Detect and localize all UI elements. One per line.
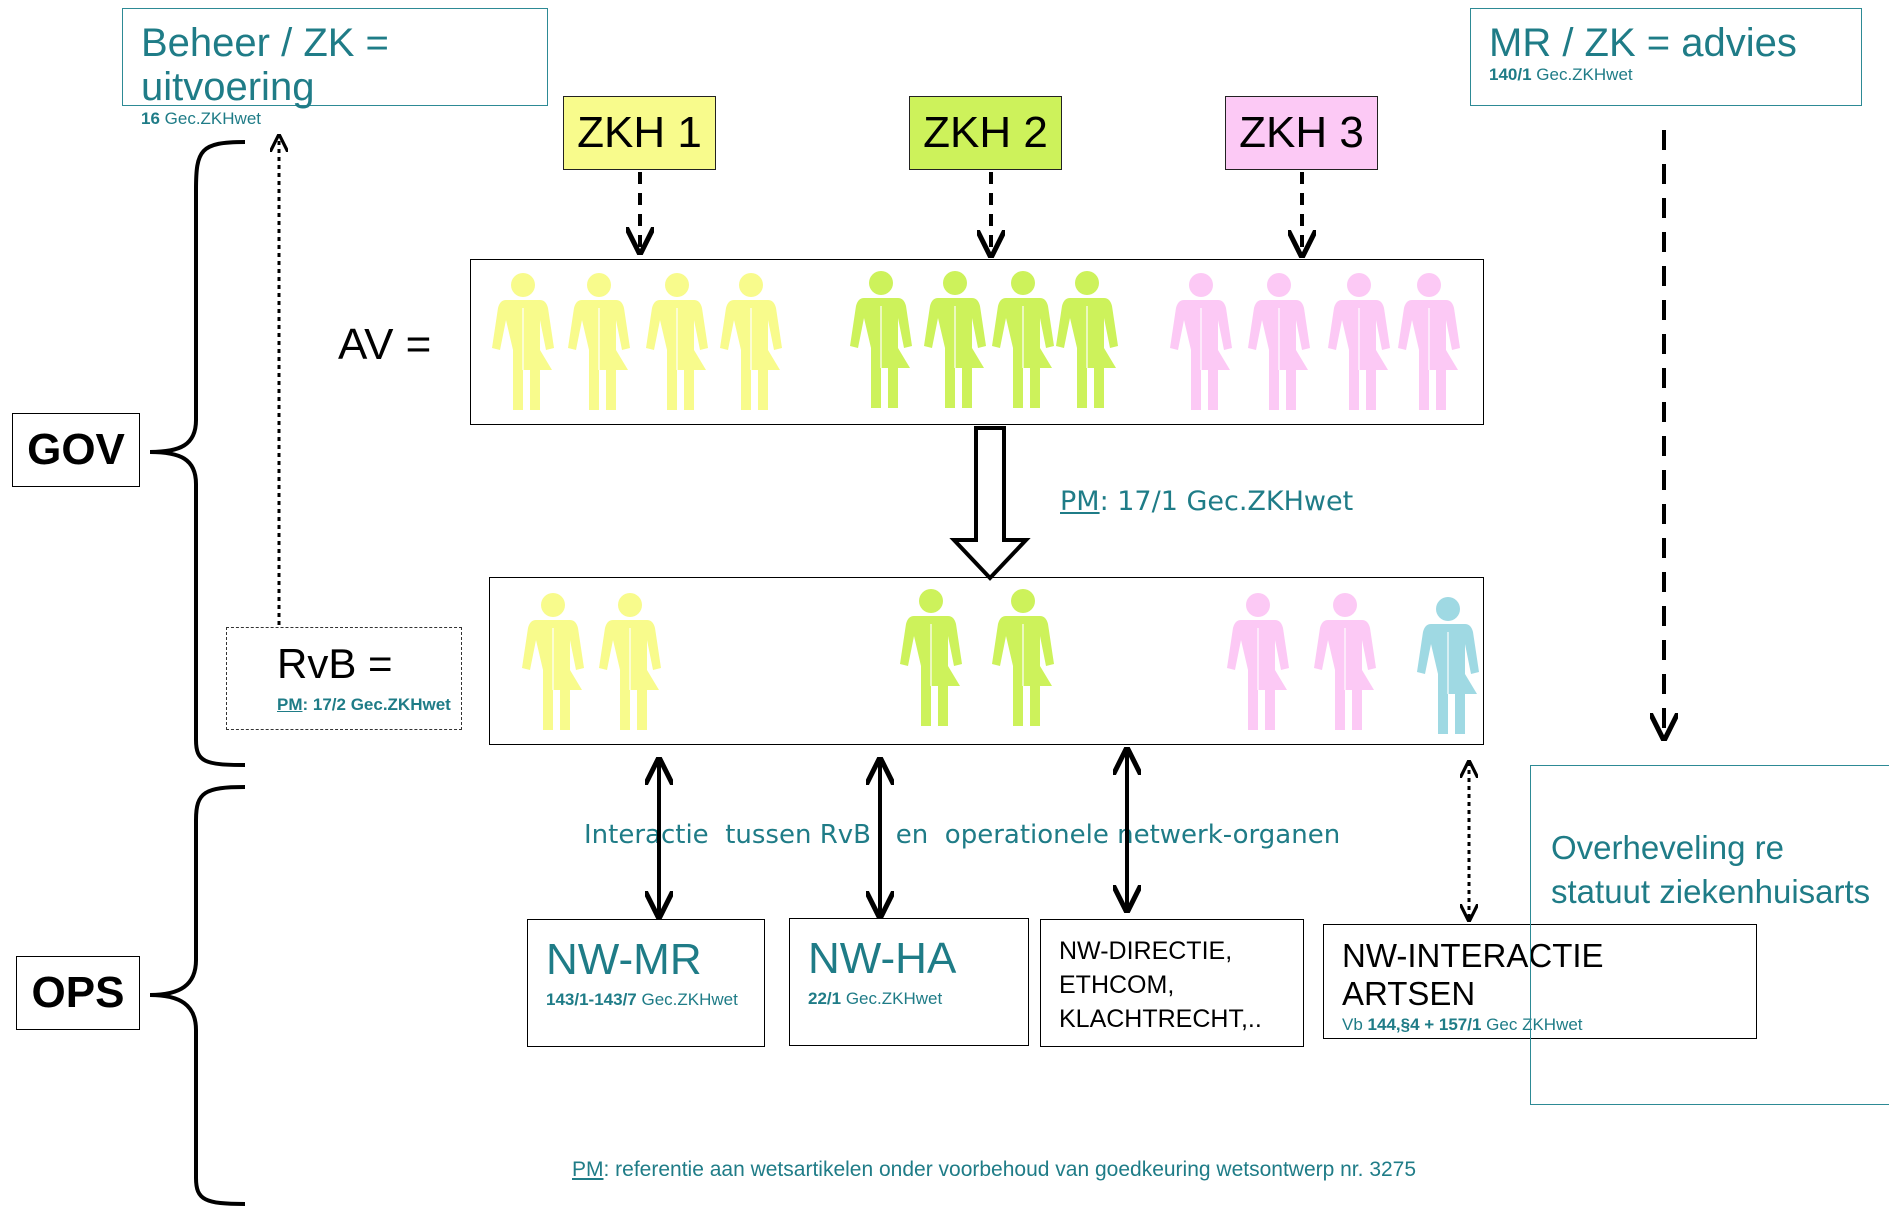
nw-artsen-ref: Vb 144,§4 + 157/1 Gec ZKHwet: [1342, 1015, 1583, 1034]
nw-mr-ref: 143/1-143/7 Gec.ZKHwet: [546, 990, 738, 1009]
person-icon: [492, 273, 554, 410]
person-icon: [850, 271, 912, 408]
ops-label: OPS: [16, 956, 140, 1030]
beheer-ref: 16 Gec.ZKHwet: [141, 109, 262, 128]
nw-ha-title: NW-HA: [808, 934, 957, 983]
person-icon: [1056, 271, 1118, 408]
nw-directie-box: NW-DIRECTIE, ETHCOM, KLACHTRECHT,..: [1040, 919, 1304, 1047]
nw-mr-box: NW-MR 143/1-143/7 Gec.ZKHwet: [527, 919, 765, 1047]
mr-advies-ref: 140/1 Gec.ZKHwet: [1489, 65, 1633, 84]
nw-ha-ref: 22/1 Gec.ZKHwet: [808, 989, 943, 1008]
nw-directie-line-2: ETHCOM,: [1059, 971, 1175, 999]
person-icon: [522, 593, 584, 730]
person-icon: [1417, 597, 1479, 734]
nw-ha-box: NW-HA 22/1 Gec.ZKHwet: [789, 918, 1029, 1046]
rvb-label: RvB =: [277, 640, 393, 687]
zkh-1-label: ZKH 1: [577, 108, 702, 157]
person-icon: [900, 589, 962, 726]
mr-advies-box: MR / ZK = advies 140/1 Gec.ZKHwet: [1470, 8, 1862, 106]
zkh-3-box: ZKH 3: [1225, 96, 1378, 170]
mr-advies-title: MR / ZK = advies: [1489, 21, 1797, 65]
person-icon: [992, 271, 1054, 408]
av-label: AV =: [338, 320, 432, 369]
av-to-rvb-arrow: [949, 426, 1031, 581]
zkh-3-label: ZKH 3: [1239, 108, 1364, 157]
gov-label: GOV: [12, 413, 140, 487]
overheveling-box: Overheveling re statuut ziekenhuisarts: [1530, 765, 1889, 1105]
rvb-ref: PM: 17/2 Gec.ZKHwet: [277, 695, 451, 714]
rvb-label-box: RvB = PM: 17/2 Gec.ZKHwet: [226, 627, 462, 730]
zkh-2-label: ZKH 2: [923, 108, 1048, 157]
person-icon: [720, 273, 782, 410]
zkh-2-box: ZKH 2: [909, 96, 1062, 170]
person-icon: [1227, 593, 1289, 730]
person-icon: [1248, 273, 1310, 410]
person-icon: [646, 273, 708, 410]
nw-directie-line-1: NW-DIRECTIE,: [1059, 937, 1233, 965]
beheer-title: Beheer / ZK = uitvoering: [141, 21, 389, 109]
person-icon: [992, 589, 1054, 726]
person-icon: [1314, 593, 1376, 730]
person-icon: [924, 271, 986, 408]
person-icon: [1170, 273, 1232, 410]
nw-directie-line-3: KLACHTRECHT,..: [1059, 1005, 1262, 1033]
person-icon: [568, 273, 630, 410]
nw-artsen-title: NW-INTERACTIE ARTSEN: [1342, 937, 1604, 1012]
ops-brace: [149, 785, 246, 1206]
beheer-box: Beheer / ZK = uitvoering 16 Gec.ZKHwet: [122, 8, 548, 128]
person-icon: [1328, 273, 1390, 410]
overheveling-text: Overheveling re statuut ziekenhuisarts: [1551, 829, 1871, 910]
person-icon: [1398, 273, 1460, 410]
nw-mr-title: NW-MR: [546, 935, 702, 984]
person-icon: [599, 593, 661, 730]
nw-artsen-box: NW-INTERACTIE ARTSEN Vb 144,§4 + 157/1 G…: [1323, 924, 1757, 1039]
gov-brace: [149, 140, 246, 767]
zkh-1-box: ZKH 1: [563, 96, 716, 170]
footnote: PM: referentie aan wetsartikelen onder v…: [572, 1158, 1417, 1181]
pm-arrow-text: PM: 17/1 Gec.ZKHwet: [1060, 486, 1354, 517]
